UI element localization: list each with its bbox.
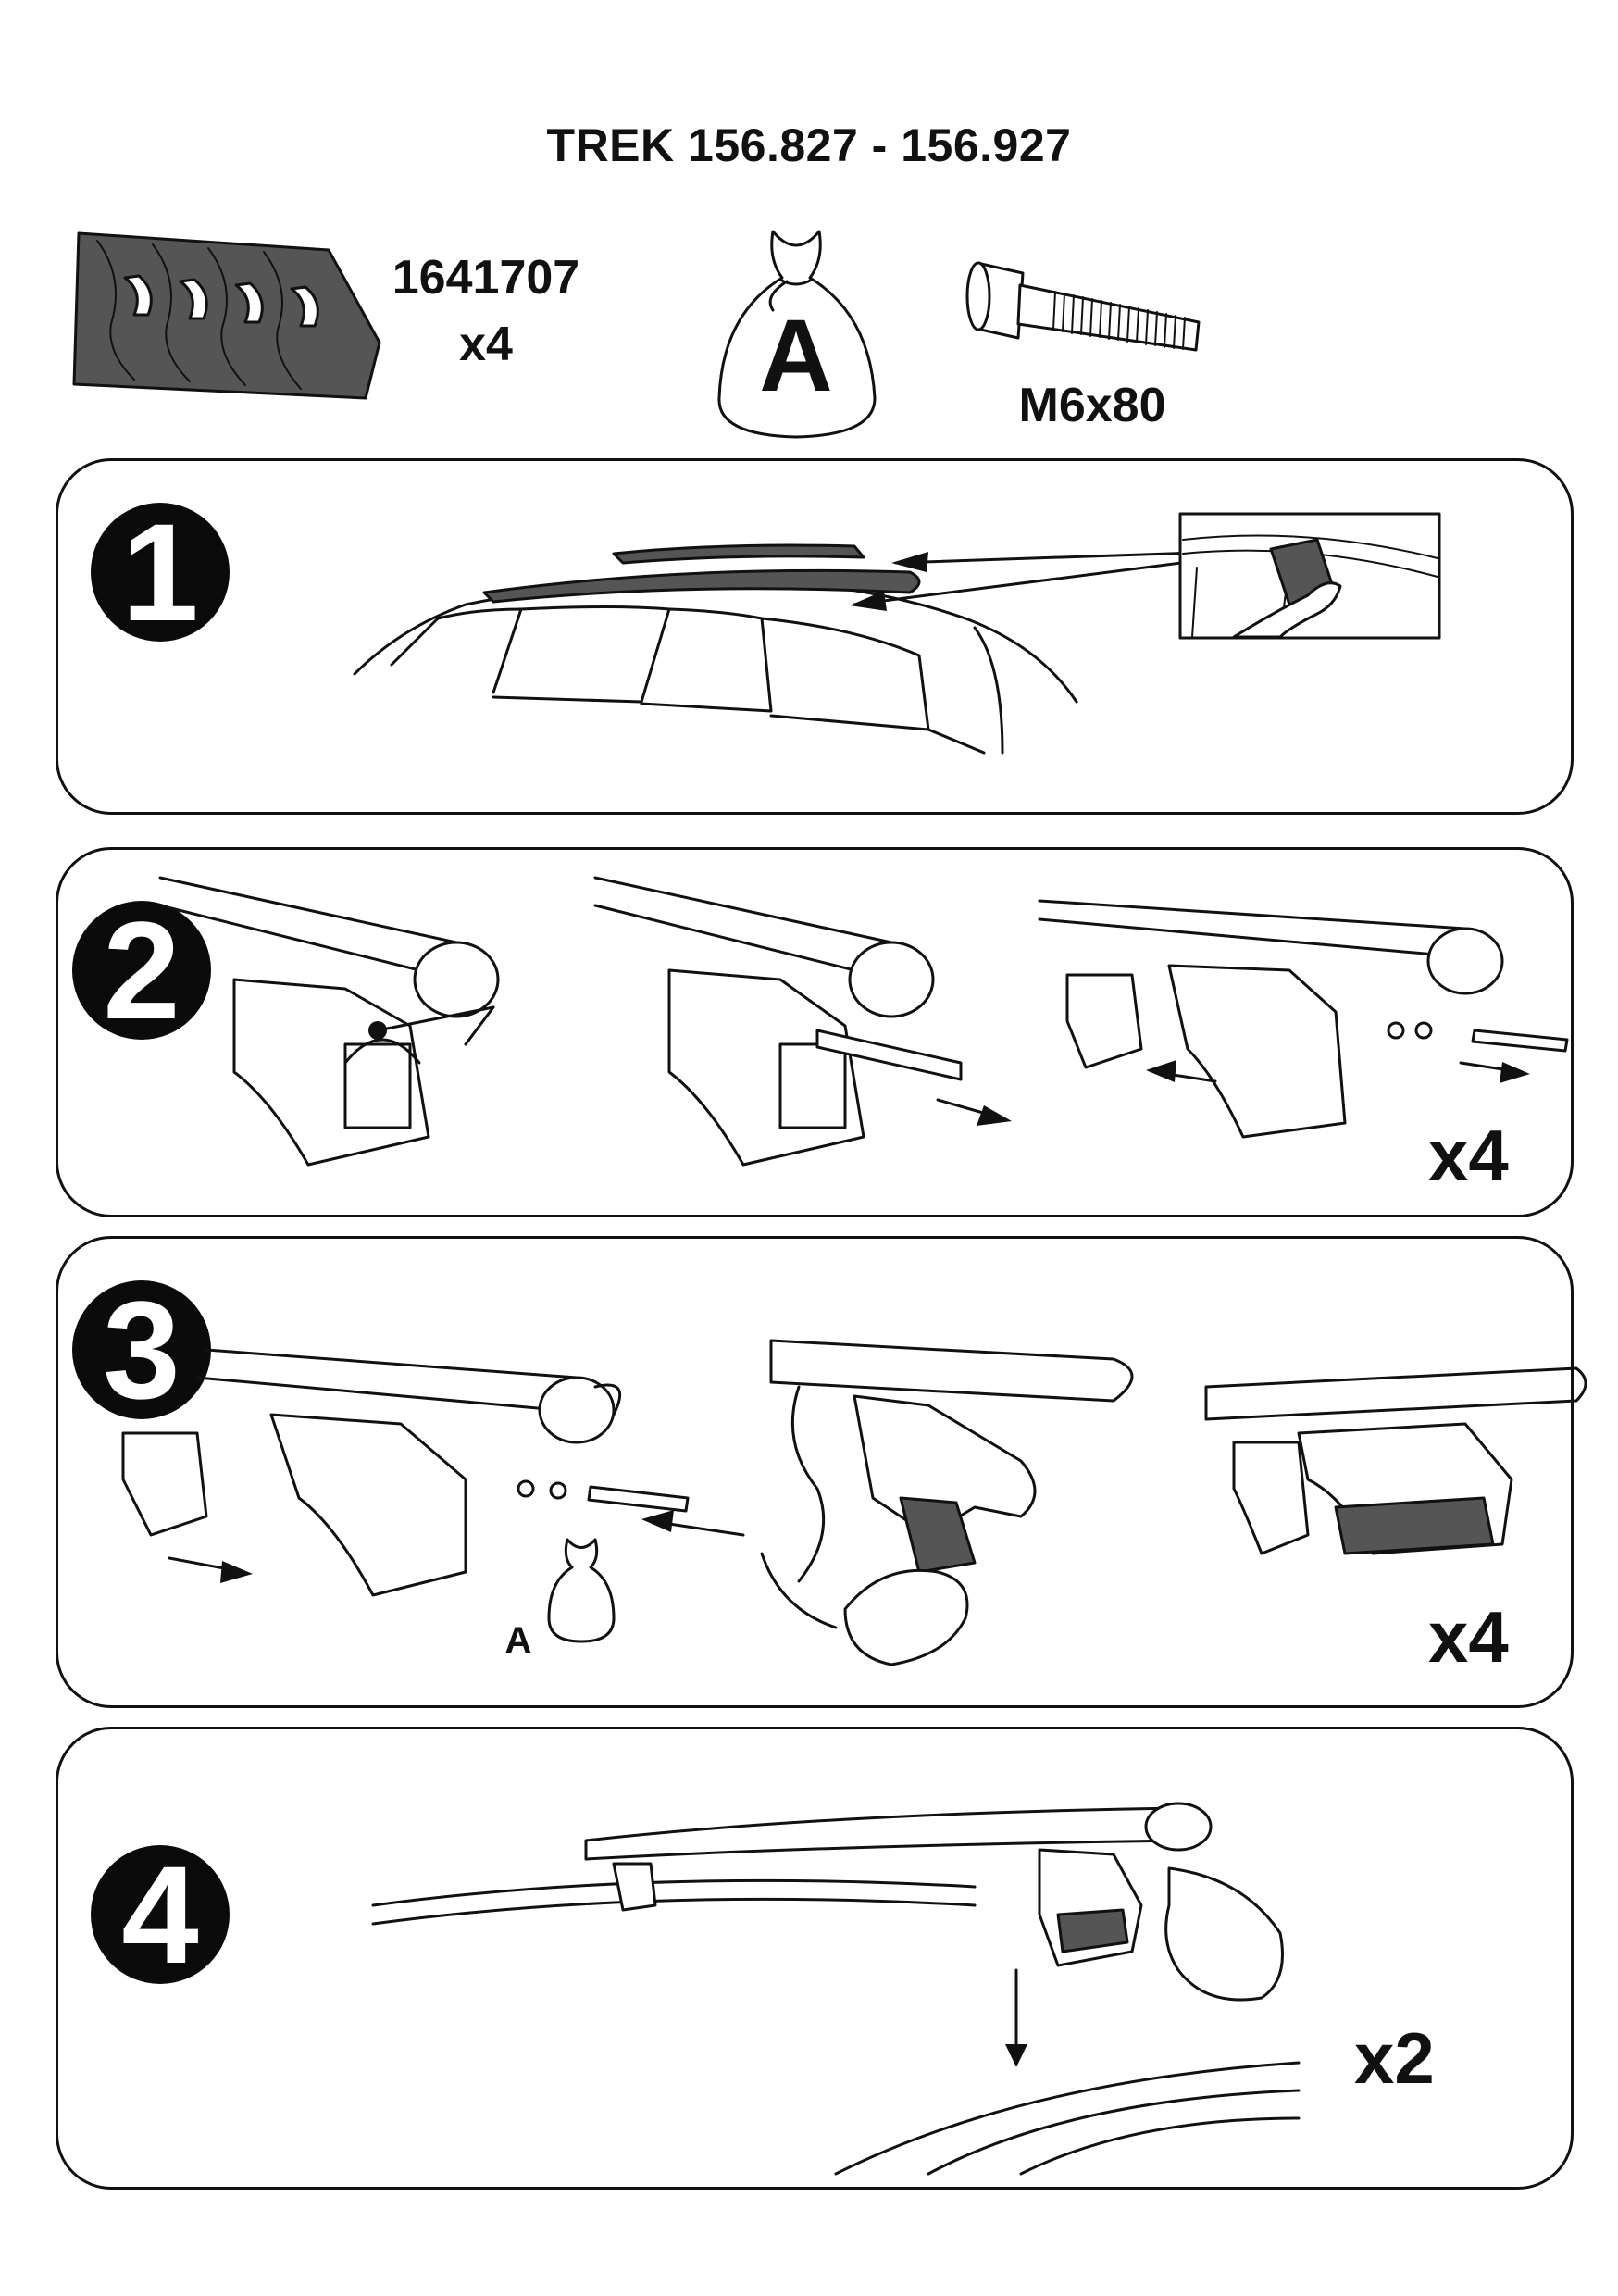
step-3-panel: 3 A x4 — [56, 1236, 1587, 1708]
foot-bolt-removed-illustration — [593, 876, 1012, 1167]
step-4-multiplier: x2 — [1354, 2017, 1435, 2099]
pad-insertion-illustration — [760, 1339, 1134, 1666]
bar-mounting-illustration — [371, 1802, 1301, 2176]
step-4-panel: 4 x2 — [56, 1727, 1574, 2190]
foot-reassembly-illustration — [121, 1348, 745, 1643]
car-roof-illustration — [353, 543, 1078, 755]
cleaning-inset-illustration — [1178, 512, 1441, 640]
bolt-size: M6x80 — [1018, 379, 1166, 432]
step-3-badge: 3 — [72, 1280, 211, 1419]
bolt-m6x80-illustration — [965, 261, 1201, 352]
foot-with-pad-illustration — [1204, 1366, 1587, 1555]
step-3-multiplier: x4 — [1428, 1596, 1509, 1678]
page-title: TREK 156.827 - 156.927 — [546, 119, 1072, 171]
rubber-pad-illustration — [72, 231, 381, 400]
step-4-badge: 4 — [91, 1845, 230, 1984]
foot-disassembled-illustration — [1038, 899, 1569, 1139]
bag-letter: A — [759, 299, 833, 413]
step-2-badge: 2 — [72, 901, 211, 1040]
step-3-bag-letter: A — [504, 1620, 532, 1661]
bag-a-illustration — [717, 230, 877, 439]
step-1-badge: 1 — [91, 503, 230, 642]
cleaning-arrows — [850, 550, 1226, 611]
step-2-multiplier: x4 — [1428, 1115, 1509, 1196]
pad-part-code: 1641707 — [392, 251, 580, 305]
step-1-panel: 1 — [56, 458, 1574, 815]
pad-part-quantity: x4 — [459, 318, 513, 371]
step-2-panel: 2 x4 — [56, 847, 1574, 1217]
foot-with-tool-illustration — [158, 876, 500, 1167]
